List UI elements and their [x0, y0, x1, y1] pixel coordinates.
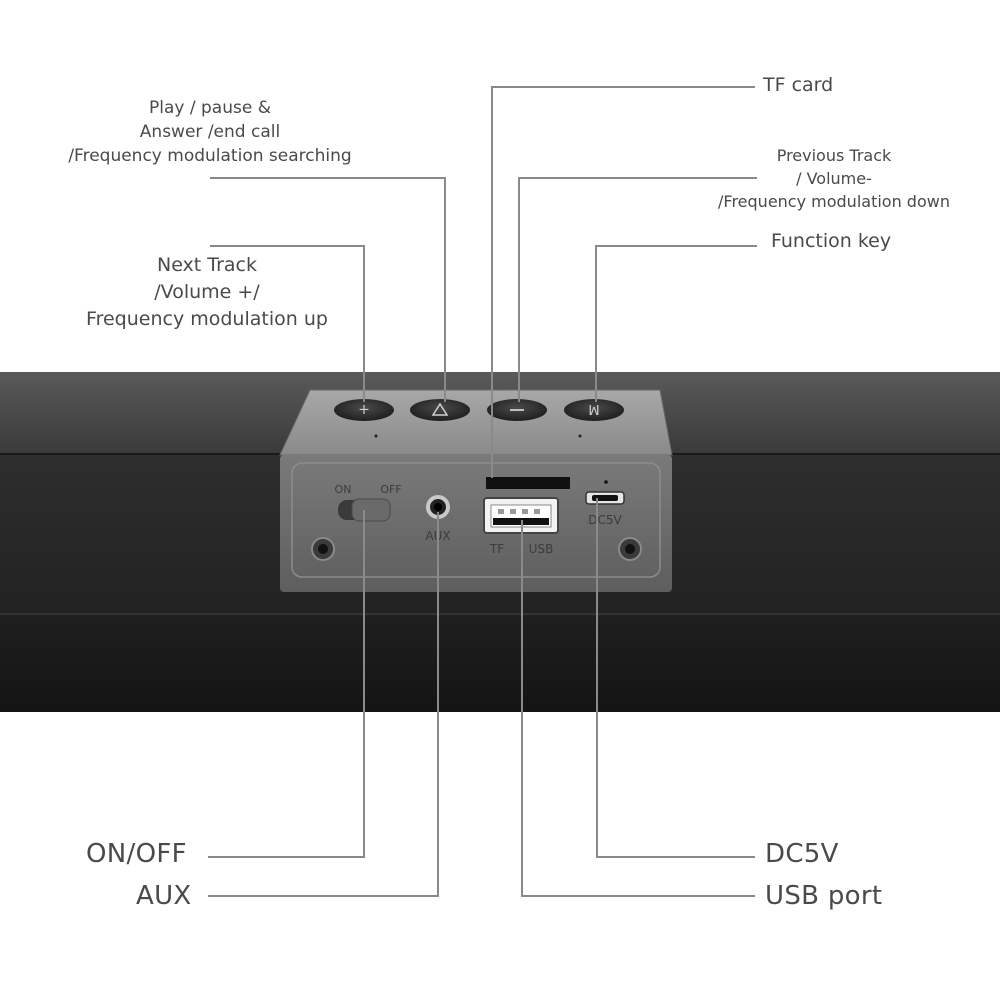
- svg-text:TF: TF: [489, 542, 504, 556]
- callout-dc5v: DC5V: [765, 839, 839, 869]
- m-icon: M: [588, 401, 599, 416]
- indicator-dot: [578, 434, 582, 438]
- leader-usb-port: [521, 520, 755, 897]
- tf-card-slot[interactable]: TF: [486, 477, 570, 556]
- leader-next-track: [210, 245, 365, 402]
- usb-port[interactable]: USB: [483, 497, 559, 556]
- callout-next-track: Next Track /Volume +/ Frequency modulati…: [86, 254, 328, 330]
- callout-aux: AUX: [136, 881, 192, 911]
- callout-previous-track: Previous Track / Volume- /Frequency modu…: [718, 146, 950, 211]
- leader-previous-track: [518, 177, 757, 402]
- play-icon: [431, 402, 449, 416]
- function-key-button[interactable]: M: [564, 399, 624, 438]
- volume-down-button[interactable]: [487, 399, 547, 421]
- indicator-dot: [374, 434, 378, 438]
- plus-icon: +: [358, 401, 370, 417]
- play-pause-button[interactable]: [410, 399, 470, 421]
- callout-play-pause: Play / pause & Answer /end call /Frequen…: [68, 98, 352, 166]
- leader-function-key: [595, 245, 757, 402]
- leader-play-pause: [210, 177, 446, 402]
- volume-up-button[interactable]: +: [334, 399, 394, 438]
- callout-on-off: ON/OFF: [86, 839, 187, 869]
- aux-jack[interactable]: AUX: [425, 495, 451, 543]
- svg-text:DC5V: DC5V: [588, 513, 622, 527]
- leader-aux: [208, 512, 439, 897]
- leader-tf-card: [491, 86, 755, 478]
- svg-text:USB: USB: [529, 542, 554, 556]
- callout-function-key: Function key: [771, 230, 892, 252]
- leader-dc5v: [596, 498, 755, 858]
- callout-tf-card: TF card: [763, 74, 834, 96]
- callout-usb-port: USB port: [765, 881, 883, 911]
- svg-text:OFF: OFF: [380, 483, 401, 496]
- front-port-panel: [280, 455, 672, 592]
- control-top-panel: [279, 389, 673, 456]
- svg-text:ON: ON: [335, 483, 352, 496]
- charge-indicator-dot: [604, 480, 608, 484]
- leader-on-off: [208, 510, 365, 858]
- callout-lines: [208, 86, 757, 897]
